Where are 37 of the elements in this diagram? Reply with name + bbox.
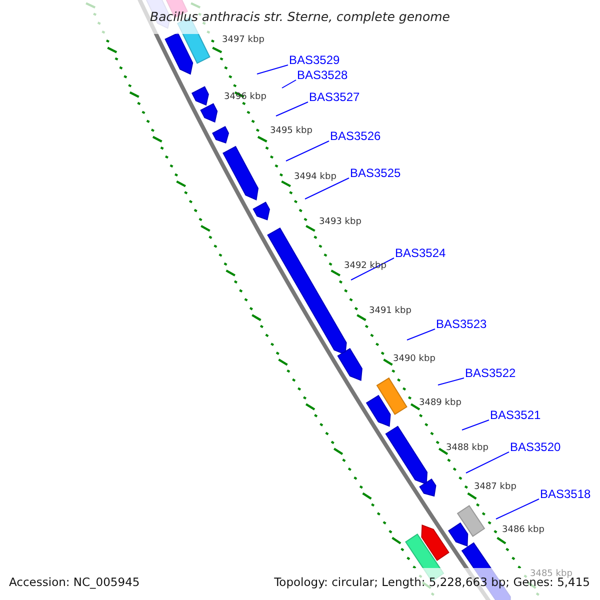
scale-label: 3496 kbp bbox=[224, 93, 266, 102]
gene-label: BAS3518 bbox=[540, 488, 591, 500]
accession-text: Accession: NC_005945 bbox=[9, 577, 140, 588]
gene-label: BAS3527 bbox=[309, 91, 360, 103]
scale-label: 3491 kbp bbox=[369, 307, 412, 316]
gene-label: BAS3524 bbox=[395, 247, 446, 259]
scale-label: 3488 kbp bbox=[446, 444, 488, 453]
scale-label: 3493 kbp bbox=[319, 218, 362, 227]
gene-label: BAS3526 bbox=[330, 130, 381, 142]
leader-line bbox=[466, 452, 510, 474]
scale-label: 3489 kbp bbox=[419, 399, 462, 408]
scale-label: 3485 kbp bbox=[530, 570, 572, 579]
leader-line bbox=[256, 64, 288, 74]
scale-label: 3497 kbp bbox=[222, 36, 264, 45]
gene-label: BAS3529 bbox=[289, 54, 340, 66]
leader-line bbox=[496, 498, 540, 520]
leader-line bbox=[462, 420, 490, 430]
gene-label: BAS3525 bbox=[350, 167, 401, 179]
gene-label: BAS3523 bbox=[436, 318, 487, 330]
leader-line bbox=[276, 102, 308, 116]
scale-label: 3494 kbp bbox=[294, 173, 336, 182]
scale-label: 3486 kbp bbox=[502, 526, 544, 535]
leader-line bbox=[438, 378, 464, 386]
leader-line bbox=[286, 140, 330, 162]
leader-line bbox=[406, 328, 436, 340]
leader-line bbox=[282, 80, 296, 88]
gene-label: BAS3520 bbox=[510, 441, 561, 453]
leader-line bbox=[304, 178, 350, 200]
title: Bacillus anthracis str. Sterne, complete genome bbox=[149, 11, 451, 24]
scale-label: 3487 kbp bbox=[474, 483, 516, 492]
gene-label: BAS3522 bbox=[465, 367, 516, 379]
gene-label: BAS3528 bbox=[297, 69, 348, 81]
leader-line bbox=[350, 258, 394, 280]
genome-info-text: Topology: circular; Length: 5,228,663 bp; Genes: 5,415 bbox=[274, 577, 590, 588]
scale-label: 3495 kbp bbox=[270, 127, 312, 136]
gene-label: BAS3521 bbox=[490, 409, 541, 421]
scale-label: 3490 kbp bbox=[393, 355, 436, 364]
